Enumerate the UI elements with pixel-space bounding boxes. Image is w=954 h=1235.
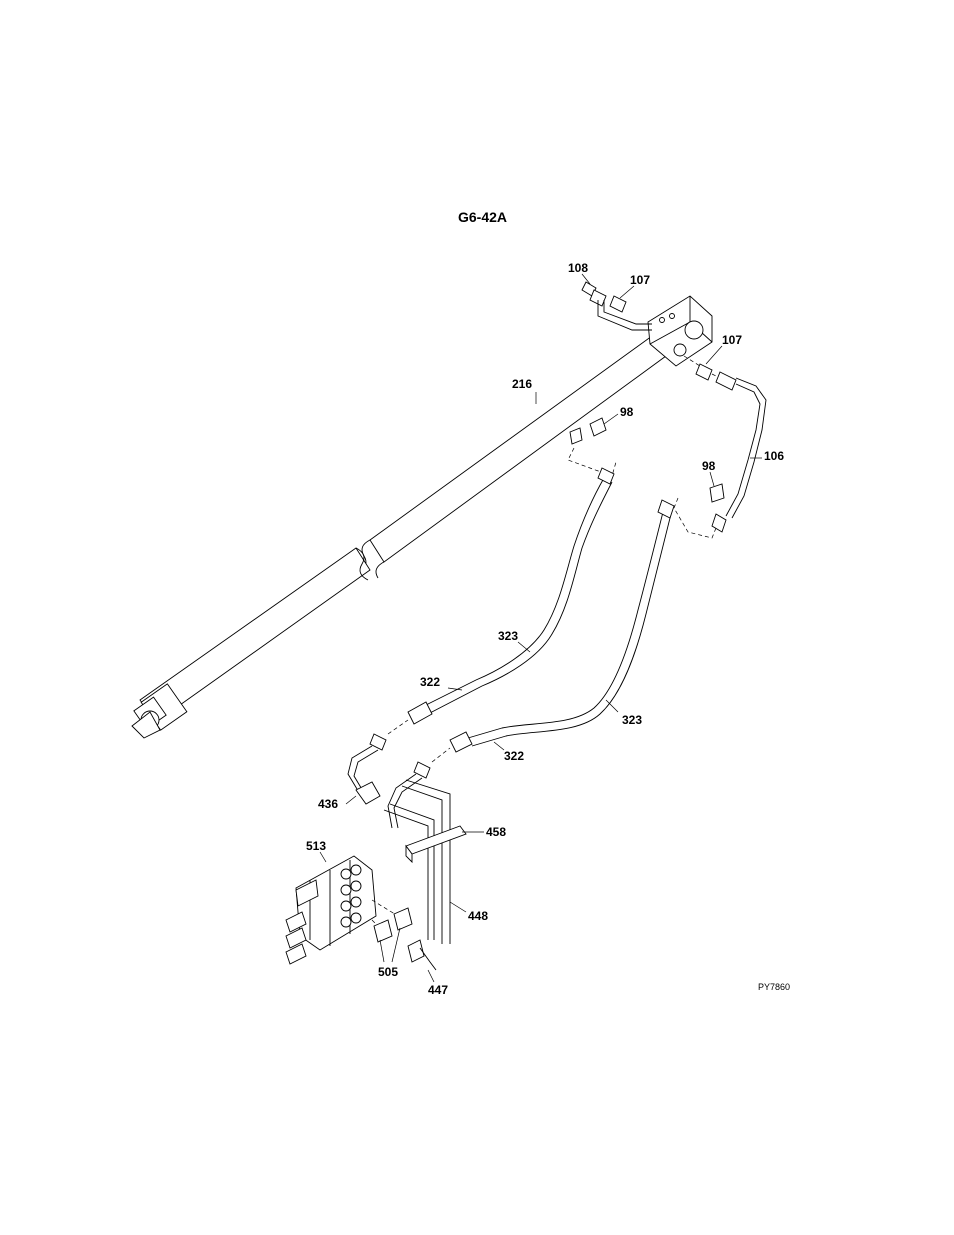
hose-322-left-end xyxy=(407,701,433,725)
block-436 xyxy=(355,781,381,805)
figure-title: G6-42A xyxy=(458,209,507,225)
adapter-98-right xyxy=(709,483,725,503)
tube-106-end xyxy=(711,513,727,533)
callout-323-left: 323 xyxy=(498,629,518,643)
adapter-98-left xyxy=(569,417,607,445)
callout-513: 513 xyxy=(306,839,326,853)
fitting-106-elbow xyxy=(715,371,737,391)
drawing-code: PY7860 xyxy=(758,982,790,992)
cylinder-216 xyxy=(131,295,713,739)
leader-lines xyxy=(319,273,762,983)
fitting-447 xyxy=(407,939,437,971)
fittings-505 xyxy=(373,907,413,943)
cylinder-head-block xyxy=(647,295,713,367)
callout-108: 108 xyxy=(568,261,588,275)
callout-106: 106 xyxy=(764,449,784,463)
callout-98-lower: 98 xyxy=(702,459,716,473)
callout-448: 448 xyxy=(468,909,488,923)
callout-98-upper: 98 xyxy=(620,405,634,419)
callout-447: 447 xyxy=(428,983,448,997)
clamp-458 xyxy=(405,825,467,864)
fitting-107-top xyxy=(609,295,627,313)
tube-assembly-lower xyxy=(347,733,467,971)
fitting-108 xyxy=(581,281,607,307)
tube-106 xyxy=(725,383,761,517)
callout-107-top: 107 xyxy=(630,273,650,287)
callout-322-right: 322 xyxy=(504,749,524,763)
callout-322-left: 322 xyxy=(420,675,440,689)
pipe-top xyxy=(597,300,652,331)
hose-322-right-end xyxy=(449,731,473,753)
callout-436: 436 xyxy=(318,797,338,811)
cylinder-rod-end xyxy=(131,683,188,739)
callout-323-right: 323 xyxy=(622,713,642,727)
hose-323-right xyxy=(467,499,675,747)
hose-323-left xyxy=(423,467,615,715)
fitting-107-right xyxy=(695,363,713,381)
callout-216: 216 xyxy=(512,377,532,391)
callout-505: 505 xyxy=(378,965,398,979)
callout-107-right: 107 xyxy=(722,333,742,347)
callout-458: 458 xyxy=(486,825,506,839)
control-valve-513 xyxy=(285,855,377,965)
